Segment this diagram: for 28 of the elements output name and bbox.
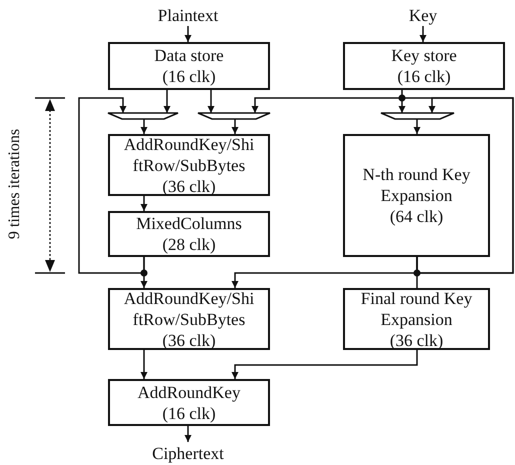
arrow — [232, 350, 418, 379]
arrow — [184, 426, 192, 442]
arrow — [140, 257, 148, 288]
arrow — [140, 350, 148, 379]
multiplexer-symbol — [108, 113, 178, 119]
arrow — [420, 26, 426, 42]
io-label: Plaintext — [158, 4, 218, 26]
process-box: Data store (16 clk) — [108, 42, 270, 90]
arrow — [414, 119, 420, 134]
io-label: Ciphertext — [152, 442, 224, 464]
arrow — [184, 26, 192, 42]
multiplexer-symbol — [381, 113, 454, 119]
process-box: N-th round Key Expansion (64 clk) — [343, 134, 490, 257]
process-box: AddRoundKey/Shi ftRow/SubBytes (36 clk) — [108, 288, 270, 350]
arrow — [232, 119, 238, 134]
arrow — [164, 90, 170, 113]
multiplexer-symbol — [198, 113, 270, 119]
iteration-label: 9 times iterations — [6, 128, 24, 242]
process-box: Key store (16 clk) — [343, 42, 505, 90]
process-box: Final round Key Expansion (36 clk) — [343, 288, 490, 350]
arrow — [398, 90, 406, 113]
arrow — [208, 90, 214, 113]
arrow — [140, 196, 148, 211]
process-box: MixedColumns (28 clk) — [108, 211, 270, 257]
io-label: Key — [408, 4, 438, 26]
process-box: AddRoundKey/Shi ftRow/SubBytes (36 clk) — [108, 134, 270, 196]
arrow — [140, 119, 148, 134]
process-box: AddRoundKey (16 clk) — [108, 379, 270, 426]
